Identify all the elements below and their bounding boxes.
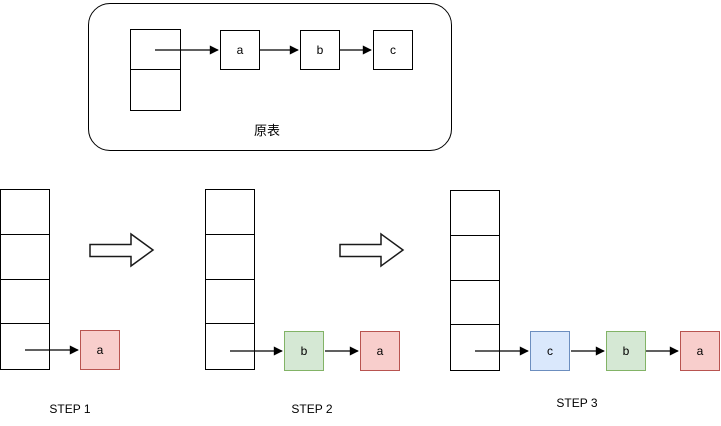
original-list-label: 原表 [253, 123, 280, 138]
head-node-box [130, 29, 181, 111]
transform-arrow-2-icon [339, 232, 405, 268]
array-cell [451, 325, 499, 370]
array-cell [1, 324, 49, 369]
array-cell [206, 190, 254, 235]
step3-node-b: b [606, 331, 646, 371]
step2-array [205, 189, 255, 370]
step1-array [0, 189, 50, 370]
original-node-c: c [373, 30, 413, 70]
head-cell-bottom [131, 70, 180, 110]
step2-node-b: b [284, 331, 324, 371]
step3-node-a: a [680, 331, 720, 371]
original-node-a: a [220, 30, 260, 70]
transform-arrow-1-icon [89, 232, 155, 268]
step2-label: STEP 2 [291, 402, 333, 416]
original-node-b: b [300, 30, 340, 70]
array-cell [206, 280, 254, 325]
array-cell [451, 236, 499, 281]
step1-label: STEP 1 [49, 402, 91, 416]
step3-node-c: c [530, 331, 570, 371]
array-cell [206, 235, 254, 280]
step3-label: STEP 3 [556, 396, 598, 410]
array-cell [1, 190, 49, 235]
array-cell [1, 235, 49, 280]
array-cell [1, 280, 49, 325]
step3-array [450, 190, 500, 371]
array-cell [451, 281, 499, 326]
head-cell-top [131, 30, 180, 70]
step2-node-a: a [360, 331, 400, 371]
array-cell [206, 324, 254, 369]
array-cell [451, 191, 499, 236]
step1-node-a: a [80, 330, 120, 370]
